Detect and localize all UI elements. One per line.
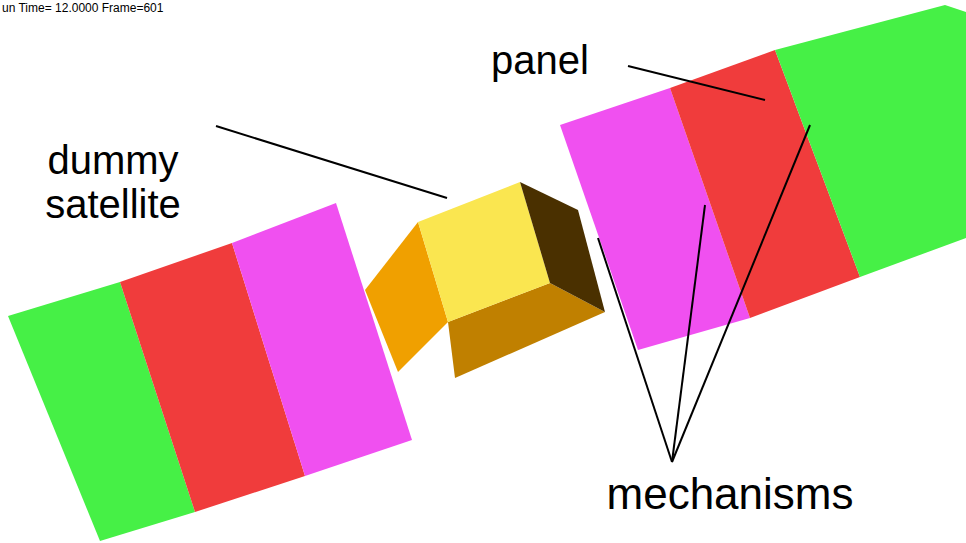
- status-text: un Time= 12.0000 Frame=601: [2, 2, 302, 15]
- part-label: mechanisms: [560, 470, 900, 518]
- leader-line: [628, 66, 765, 100]
- part-label: dummy satellite: [2, 138, 224, 226]
- part-label: panel: [450, 38, 630, 82]
- leader-line: [216, 126, 447, 198]
- leader-line: [598, 238, 672, 462]
- leader-line: [672, 125, 810, 462]
